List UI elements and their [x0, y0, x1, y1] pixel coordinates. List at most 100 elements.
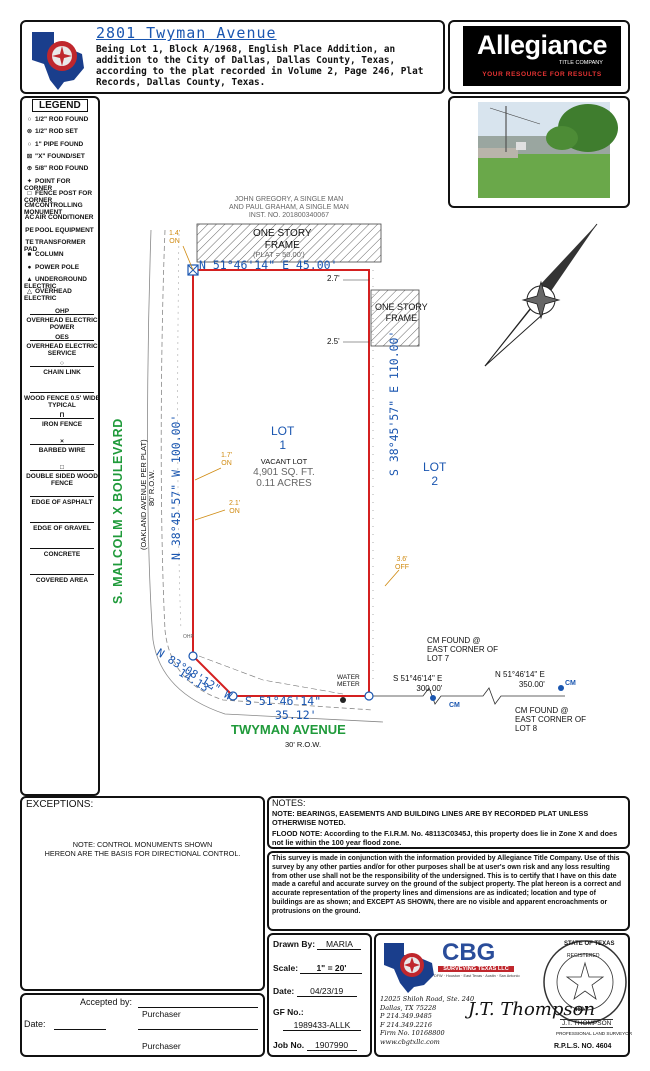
surveyor-firm-sub: SURVEYING TEXAS LLC: [438, 966, 514, 972]
legend-label: 1" PIPE FOUND: [35, 140, 84, 148]
legend-line-item: COVERED AREA: [24, 568, 100, 584]
purchaser-line-2: [138, 1029, 258, 1030]
legend-symbol-icon: PE: [25, 226, 34, 234]
legend-label: UNDERGROUND ELECTRIC: [24, 275, 87, 290]
legend-symbol-icon: ✦: [26, 177, 33, 185]
legend-line-item: ×BARBED WIRE: [24, 438, 100, 454]
date-label: Date:: [24, 1019, 46, 1029]
note-3-6-off: 3.6'OFF: [395, 556, 409, 571]
certification-text: This survey is made in conjunction with …: [272, 855, 622, 915]
date: Date: 04/23/19: [273, 986, 357, 997]
job-info-panel: Drawn By: MARIA Scale: 1" = 20' Date: 04…: [267, 933, 372, 1057]
street-south-row: 30' R.O.W.: [285, 740, 322, 749]
legend-item: ⊠"X" FOUND/SET: [24, 153, 100, 160]
notes-flood: FLOOD NOTE: According to the F.I.R.M. No…: [272, 829, 618, 847]
legend-line-label: EDGE OF ASPHALT: [31, 499, 93, 506]
survey-drawing: [147, 223, 598, 723]
purchaser-1: Purchaser: [142, 1009, 181, 1019]
legend-panel: LEGEND ○1/2" ROD FOUND⊗1/2" ROD SET○1" P…: [20, 96, 100, 796]
note-1-7-on: 1.7'ON: [221, 452, 233, 467]
surveyor-signature: J.T. Thompson: [468, 999, 596, 1020]
legend-symbol-icon: ●: [27, 263, 32, 271]
legend-symbol-icon: ⊗: [26, 128, 33, 136]
legend-label: 5/8" ROD FOUND: [35, 165, 89, 173]
legend-item: ⊕5/8" ROD FOUND: [24, 165, 100, 172]
gf-number: 1989433-ALLK: [283, 1020, 361, 1031]
legend-title: LEGEND: [32, 99, 88, 112]
legend-line-item: WOOD FENCE 0.5' WIDE TYPICAL: [24, 386, 100, 409]
legend-item: CMCONTROLLING MONUMENT: [24, 202, 100, 216]
date-line: [54, 1029, 106, 1030]
legend-line-item: CONCRETE: [24, 542, 100, 558]
texas-star-logo-icon: [32, 32, 84, 90]
legend-symbol-icon: ○: [27, 116, 32, 123]
notes-bearing: NOTE: BEARINGS, EASEMENTS AND BUILDING L…: [272, 809, 589, 827]
seal-bottom: PROFESSIONAL LAND SURVEYOR: [556, 1031, 633, 1036]
title-company-name: Allegiance: [476, 30, 608, 60]
legend-label: CONTROLLING MONUMENT: [24, 202, 83, 217]
job-number: Job No. 1907990: [273, 1040, 357, 1051]
cbg-texas-logo-icon: [384, 943, 434, 993]
legend-line-label: BARBED WIRE: [38, 447, 86, 454]
street-twyman: TWYMAN AVENUE: [231, 722, 346, 737]
note-2-1-on: 2.1'ON: [229, 500, 241, 515]
seal-top: STATE OF TEXAS: [564, 941, 615, 947]
legend-line-item: EDGE OF GRAVEL: [24, 516, 100, 532]
south-bearing: S 51°46'14": [245, 694, 322, 708]
surveyor-firm-tag: DFW · Houston · East Texas · Austin · Sa…: [434, 974, 520, 978]
legal-description: Being Lot 1, Block A/1968, English Place…: [96, 44, 424, 88]
legend-symbol-icon: □: [27, 189, 32, 197]
legend-line-sample: [30, 568, 94, 575]
title-company-tagline: YOUR RESOURCE FOR RESULTS: [482, 71, 602, 78]
legend-symbol-icon: ⊕: [26, 165, 33, 173]
legend-symbol-icon: △: [27, 288, 32, 296]
surveyor-panel: CBG SURVEYING TEXAS LLC DFW · Houston · …: [374, 933, 633, 1057]
legend-line-label: OVERHEAD ELECTRIC POWER: [26, 317, 98, 331]
lot-area: VACANT LOT 4,901 SQ. FT. 0.11 ACRES: [253, 457, 315, 489]
legend-item: ●POWER POLE: [24, 264, 100, 271]
legend-item: ✦POINT FOR CORNER: [24, 178, 100, 192]
legend-line-sample: [30, 490, 94, 497]
legend-label: 1/2" ROD SET: [35, 128, 78, 136]
legend-label: OVERHEAD ELECTRIC: [24, 288, 72, 303]
legend-line-label: COVERED AREA: [35, 577, 89, 584]
legend-item: TETRANSFORMER PAD: [24, 239, 100, 253]
note-1-4-on: 1.4'ON: [169, 230, 181, 245]
title-company-logo-panel: Allegiance TITLE COMPANY YOUR RESOURCE F…: [448, 20, 630, 94]
legend-label: 1/2" ROD FOUND: [35, 116, 89, 123]
legend-symbol-icon: TE: [25, 239, 34, 246]
legend-line-label: EDGE OF GRAVEL: [33, 525, 91, 532]
legend-line-item: EDGE OF ASPHALT: [24, 490, 100, 506]
legend-symbol-icon: ■: [27, 251, 32, 259]
distance-2-5: 2.5': [327, 337, 340, 346]
legend-symbol-icon: CM: [24, 202, 35, 210]
legend-symbol-icon: ▲: [26, 275, 33, 283]
legend-label: POWER POLE: [35, 263, 80, 271]
header-panel: 2801 Twyman Avenue Being Lot 1, Block A/…: [20, 20, 445, 94]
seal-number: 4604: [574, 1007, 588, 1013]
scale: Scale: 1" = 20': [273, 963, 363, 974]
legend-line-sample: □: [30, 464, 94, 471]
legend-label: POINT FOR CORNER: [24, 177, 71, 192]
legend-item: ■COLUMN: [24, 251, 100, 258]
street-west-row: 80' R.O.W.: [147, 469, 156, 506]
legend-line-label: WOOD FENCE 0.5' WIDE TYPICAL: [24, 395, 100, 409]
rpls-number: R.P.L.S. NO. 4604: [554, 1043, 612, 1050]
drawn-by: Drawn By: MARIA: [273, 939, 362, 950]
allegiance-logo: Allegiance TITLE COMPANY YOUR RESOURCE F…: [463, 26, 621, 86]
purchaser-2: Purchaser: [142, 1041, 181, 1051]
legend-line-item: ○CHAIN LINK: [24, 360, 100, 376]
legend-line-label: IRON FENCE: [41, 421, 83, 428]
gf-label: GF No.:: [273, 1007, 304, 1017]
street-malcolm-x: S. MALCOLM X BOULEVARD: [111, 418, 125, 604]
